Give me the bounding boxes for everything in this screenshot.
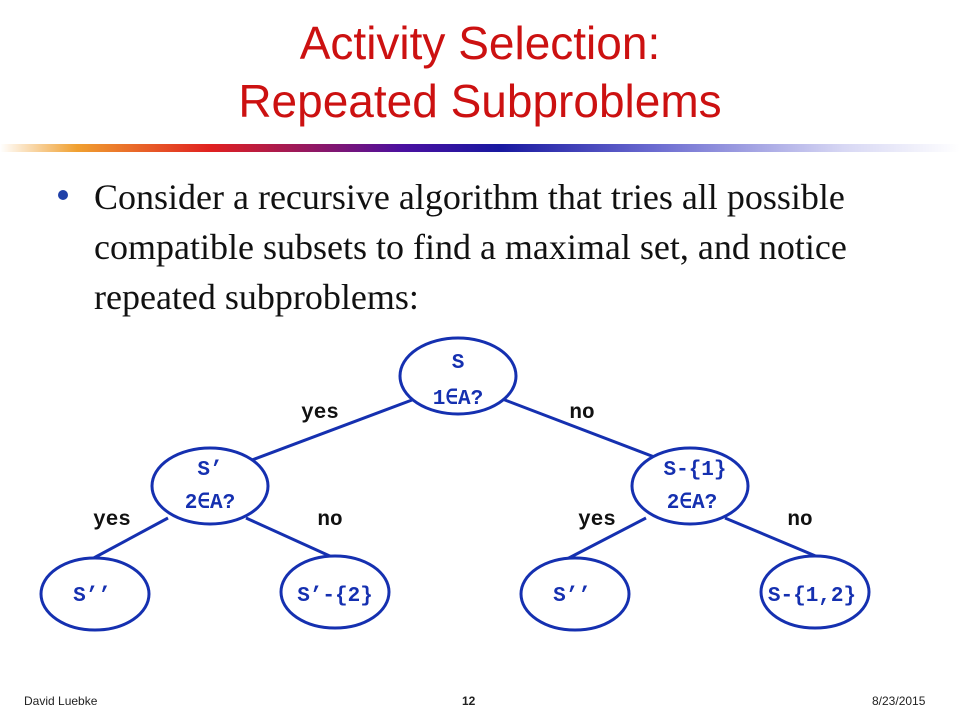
root-label-2: 1∈A? xyxy=(433,388,483,411)
footer-date: 8/23/2015 xyxy=(872,694,926,708)
node-left xyxy=(150,446,270,526)
footer-page-number: 12 xyxy=(462,694,476,708)
root-label-1: S xyxy=(452,352,465,375)
edge-root-right xyxy=(496,395,671,465)
node-labels: S 1∈A? S’ 2∈A? S-{1} 2∈A? S’’ S’-{2} S’’… xyxy=(73,352,856,608)
node-root xyxy=(398,336,518,416)
title-divider xyxy=(0,144,960,152)
edge-left-leaf1 xyxy=(89,516,169,562)
edge-label-left-no: no xyxy=(317,509,342,532)
tree-edges xyxy=(89,395,819,562)
title-line-2: Repeated Subproblems xyxy=(238,75,722,127)
node-leaf2 xyxy=(279,554,391,630)
edge-labels: yes no yes no yes no xyxy=(93,402,813,532)
edge-label-right-no: no xyxy=(787,509,812,532)
bullet-icon xyxy=(58,190,68,200)
title-line-1: Activity Selection: xyxy=(299,17,661,69)
node-leaf1 xyxy=(39,556,151,632)
leaf2-label: S’-{2} xyxy=(297,585,373,608)
edge-label-root-no: no xyxy=(569,402,594,425)
left-label-1: S’ xyxy=(197,459,222,482)
edge-right-leaf3 xyxy=(564,516,647,562)
leaf1-label: S’’ xyxy=(73,585,111,608)
bullet-text: Consider a recursive algorithm that trie… xyxy=(94,177,847,317)
edge-label-right-yes: yes xyxy=(578,509,616,532)
node-right xyxy=(630,446,750,526)
edge-root-left xyxy=(243,395,421,465)
edge-right-leaf4 xyxy=(724,516,819,559)
edge-label-left-yes: yes xyxy=(93,509,131,532)
edge-left-leaf2 xyxy=(245,516,333,559)
right-label-2: 2∈A? xyxy=(667,492,717,515)
slide-title: Activity Selection: Repeated Subproblems xyxy=(0,14,960,130)
tree-nodes xyxy=(39,336,871,632)
node-leaf3 xyxy=(519,556,631,632)
right-label-1: S-{1} xyxy=(663,459,726,482)
left-label-2: 2∈A? xyxy=(185,492,235,515)
node-leaf4 xyxy=(759,554,871,630)
leaf4-label: S-{1,2} xyxy=(768,585,856,608)
footer-author: David Luebke xyxy=(24,694,98,708)
edge-label-root-yes: yes xyxy=(301,402,339,425)
leaf3-label: S’’ xyxy=(553,585,591,608)
